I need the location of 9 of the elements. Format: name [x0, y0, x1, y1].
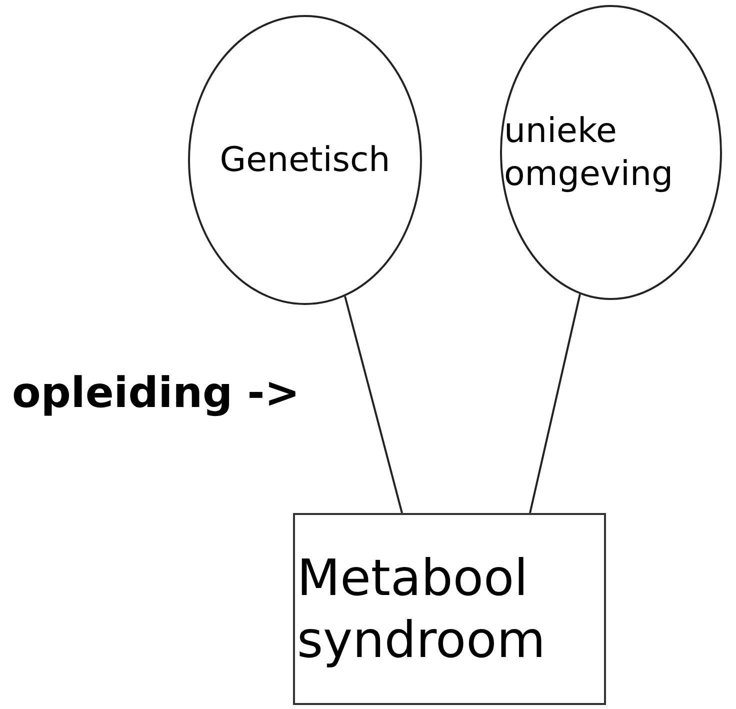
connector-line [529, 294, 581, 514]
node-label: Metabool syndroom [297, 548, 546, 671]
ellipse-node [188, 15, 422, 305]
annotation-text: opleiding -> [12, 368, 300, 417]
process-box [293, 513, 606, 705]
connector-line [344, 296, 403, 514]
node-label: unieke omgeving [504, 110, 674, 195]
node-label: Genetisch [220, 138, 390, 182]
ellipse-node [500, 5, 722, 300]
